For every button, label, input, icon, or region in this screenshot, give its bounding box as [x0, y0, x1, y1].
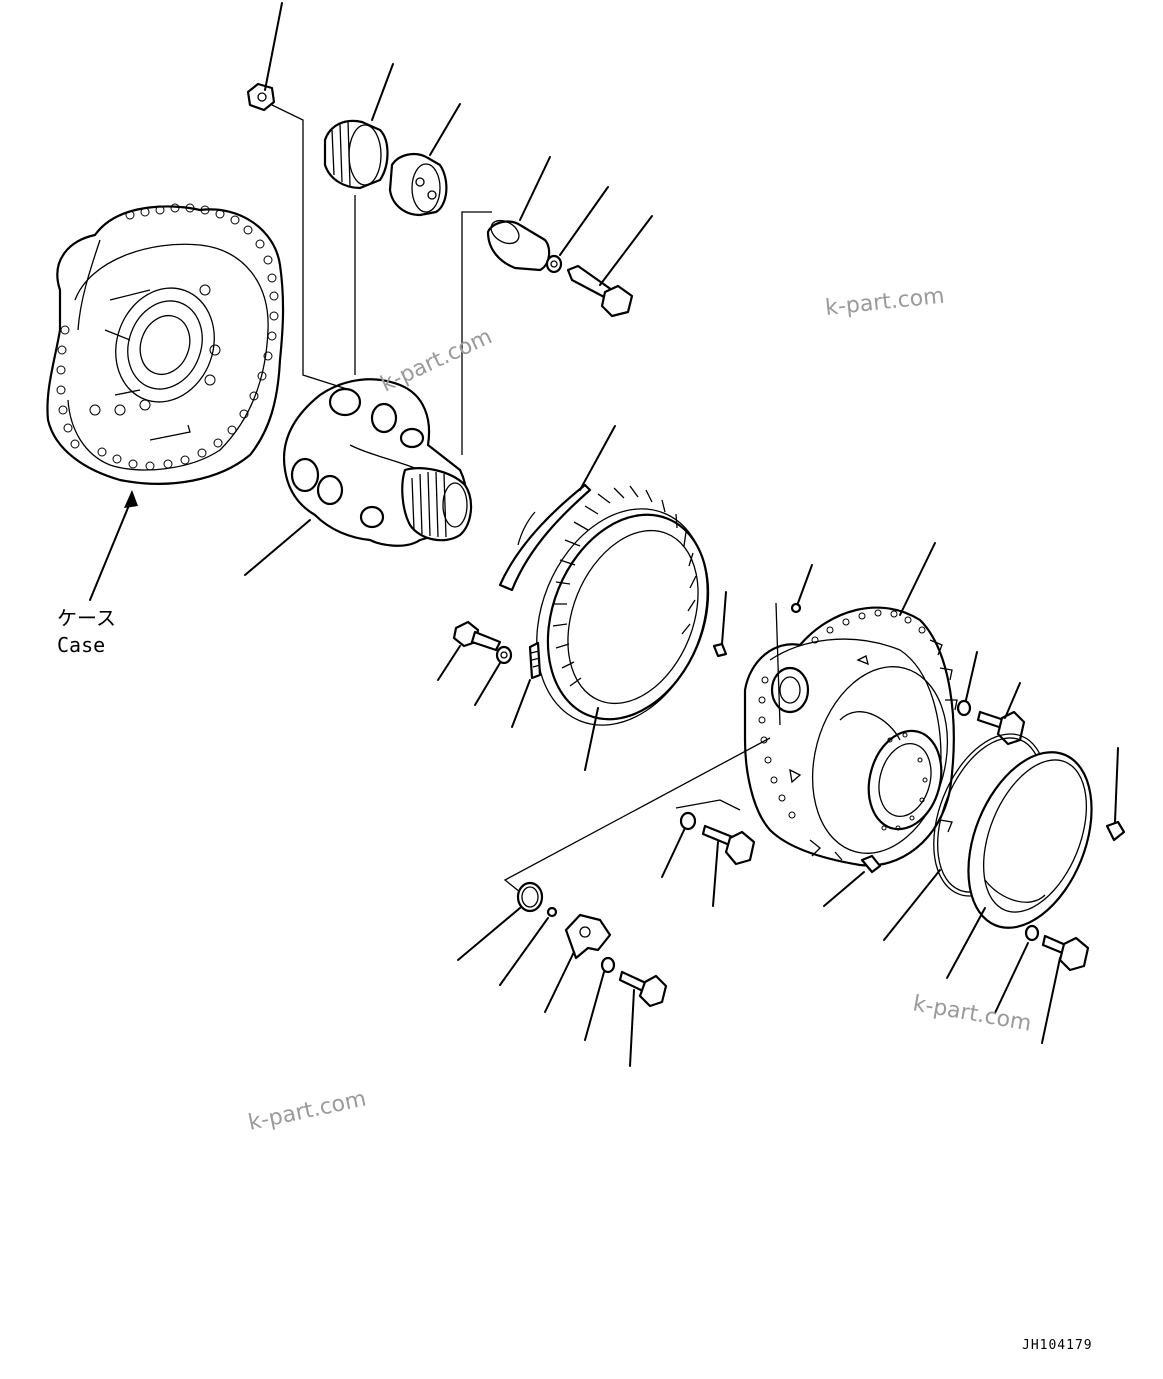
roller-bearing: [388, 152, 448, 217]
leader-nut-line: [271, 104, 351, 391]
watermark-4: k-part.com: [911, 991, 1033, 1036]
small-plug: [790, 602, 802, 614]
case-callout: [89, 490, 138, 601]
planet-shaft: [486, 219, 551, 272]
washer-cover: [1024, 924, 1040, 942]
plug-small: [546, 906, 558, 918]
planet-carrier: [282, 378, 473, 547]
leader-carrier: [244, 519, 311, 576]
bolt-lower-hub: [701, 824, 756, 866]
case-label-en: Case: [57, 633, 105, 657]
case-label-ja: ケース: [57, 606, 116, 630]
bolt-cover: [1041, 934, 1090, 972]
thrust-plate: [498, 483, 592, 592]
watermark-3: k-part.com: [246, 1087, 368, 1136]
case-housing: [46, 203, 285, 485]
watermark-1: k-part.com: [377, 324, 496, 397]
lock-plate: [564, 913, 612, 960]
bolt-mid: [452, 620, 502, 652]
plug-lower-hub: [860, 854, 882, 874]
ring-gear: [536, 485, 710, 726]
snap-spring: [528, 641, 542, 680]
planet-gear-bearing: [323, 119, 389, 190]
final-drive-hub: [743, 606, 958, 867]
drawing-code: JH104179: [1022, 1338, 1093, 1353]
washer-lower-hub: [679, 811, 697, 831]
o-ring-small: [516, 881, 544, 913]
washer-small: [600, 956, 616, 974]
washer-top: [545, 254, 563, 274]
plug-cover: [1105, 820, 1126, 842]
bolt-small: [618, 970, 668, 1008]
nut-top: [246, 82, 276, 112]
pin: [712, 642, 728, 658]
case-bolt-holes: [56, 203, 279, 471]
cover: [967, 751, 1093, 929]
washer-mid: [495, 645, 513, 665]
leader-lower-group: [503, 737, 771, 901]
washer-hub: [956, 699, 972, 717]
watermark-2: k-part.com: [824, 284, 946, 321]
bolt-top: [566, 264, 634, 318]
